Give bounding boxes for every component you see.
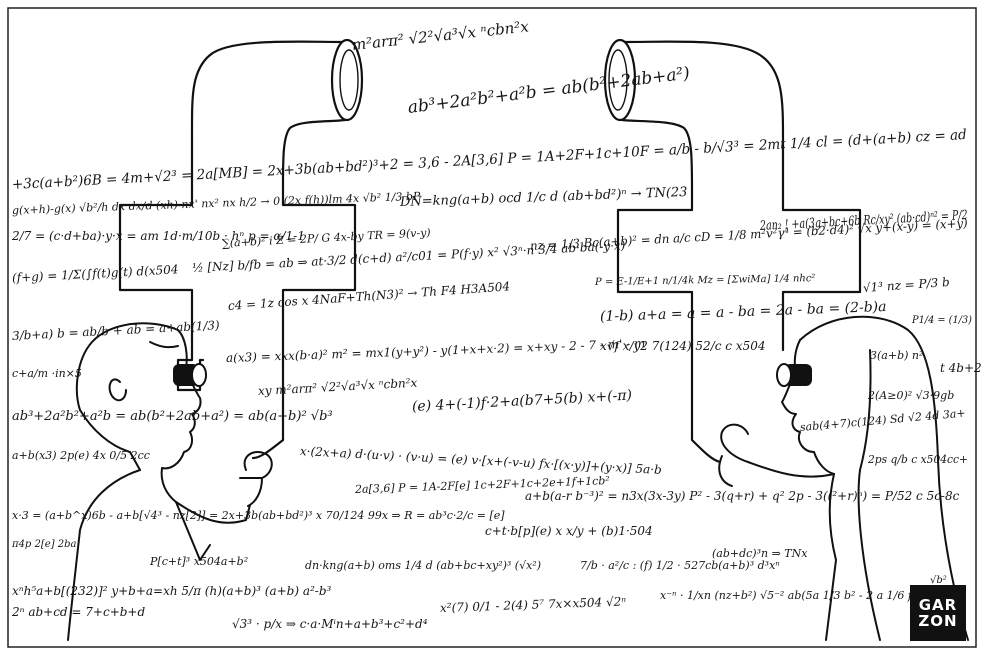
math-formula: 2/7 = (c·d+ba)·y·x = am 1d·m/10b · hⁿ p …: [12, 229, 305, 243]
math-formula: π4p 2[e] 2ba: [12, 539, 77, 550]
left-man-figure: [67, 322, 273, 641]
artist-signature: GAR ZON: [910, 585, 966, 641]
math-formula: x⁻ⁿ · 1/xn (nz+b²) √5⁻² ab(5a 1/3 b² - 2…: [660, 589, 912, 602]
math-formula: c+t·b[p](e) x x/y + (b)1·504: [485, 524, 653, 538]
right-woman-lens: [776, 363, 792, 387]
left-periscope-lens: [339, 49, 359, 111]
math-formula: 2ⁿ ab+cd = 7+c+b+d: [12, 605, 146, 619]
math-formula: ab³+2a²b²+a²b = ab(b²+2ab+a²) = ab(a+b)²…: [12, 409, 333, 424]
math-formula: P[c+t]³ x504a+b²: [150, 555, 249, 568]
math-formula: x·3 = (a+b^x)6b - a+b[√4³ - nz[2]] = 2x+…: [12, 509, 505, 522]
math-formula: xⁿh⁵a+b[(232)]² y+b+a=xh 5/π (h)(a+b)³ (…: [12, 584, 332, 598]
math-formula: √b²: [930, 575, 947, 586]
math-formula: 7/b · a²/c : (f) 1/2 · 527cb(a+b)³ d³xⁿ: [580, 559, 780, 572]
math-formula: 2(A≥0)² √3·9gb: [868, 389, 955, 402]
math-formula: P1/4 = (1/3): [912, 315, 972, 326]
signature-line-2: ZON: [918, 612, 958, 630]
math-formula: a+b(a-r b⁻³)² = n3x(3x-3y) P² - 3(q+r) +…: [525, 489, 960, 503]
math-formula: a+b(x3) 2p(e) 4x 0/5 2cc: [12, 449, 150, 462]
math-formula: dn·kng(a+b) oms 1/4 d (ab+bc+xy²)³ (√x²): [305, 559, 542, 572]
right-periscope-lens: [608, 49, 628, 111]
math-formula: t 4b+2: [940, 361, 982, 375]
math-formula: 2ps q/b c x504cc+: [868, 453, 968, 466]
math-formula: c+a/m ·in×5: [12, 367, 82, 380]
math-formula: x√f x/y2 7(124) 52/c c x504: [600, 339, 766, 353]
signature-line-1: GAR: [918, 596, 958, 614]
math-formula: √3³ · p/x ⇒ c·a·Mⁱn+a+b³+c²+d⁴: [232, 617, 428, 631]
math-formula: 3(a+b) n²: [870, 349, 924, 362]
math-formula: (ab+dc)³n ⇒ TNx: [712, 547, 808, 560]
right-periscope: [616, 40, 862, 464]
left-man-lens: [191, 363, 207, 387]
